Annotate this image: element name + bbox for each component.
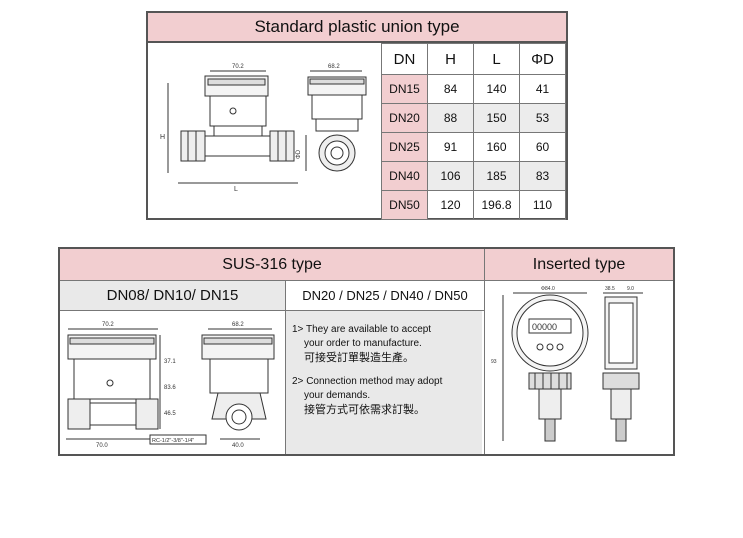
inserted-display-value: 00000 [532,322,557,332]
inserted-dim-top-left: Φ84.0 [541,286,555,292]
cell-d: 110 [519,190,566,220]
note-text-zh: 接管方式可依需求訂製。 [304,404,425,416]
cell-h: 106 [427,161,474,191]
cell-l: 185 [473,161,520,191]
standard-union-drawing: 70.2 H L 68.2 ΦD [160,64,367,193]
col-header-d: ΦD [519,43,566,75]
cell-l: 150 [473,103,520,133]
table-row: DN15 84 140 41 [381,74,566,104]
cell-d: 83 [519,161,566,191]
note-number: 1> [292,324,304,335]
note-text-cont: your order to manufacture. [304,338,422,349]
table-header-row: DN H L ΦD [381,43,566,75]
inserted-dim-top-right: 38.5 [605,286,615,292]
note-item: 2> Connection method may adopt your dema… [292,375,478,417]
sus-inserted-panel: SUS-316 type Inserted type DN08/ DN10/ D… [58,247,675,456]
sus-subheader-right: DN20 / DN25 / DN40 / DN50 [286,281,484,311]
cell-d: 60 [519,132,566,162]
cell-dn: DN20 [381,103,428,133]
table-row: DN50 120 196.8 110 [381,190,566,220]
cell-l: 160 [473,132,520,162]
sus-title: SUS-316 type [60,249,484,281]
cell-h: 120 [427,190,474,220]
note-text: Connection method may adopt [306,376,443,387]
col-header-dn: DN [381,43,428,75]
cell-dn: DN15 [381,74,428,104]
sus-subheader-left: DN08/ DN10/ DN15 [60,281,285,311]
cell-h: 91 [427,132,474,162]
sus-dim-v2: 83.6 [164,385,176,391]
col-header-h: H [427,43,474,75]
cell-l: 196.8 [473,190,520,220]
inserted-dim-top-right2: 9.0 [627,286,634,292]
sus-dim-bottom-left: 70.0 [96,443,108,449]
standard-union-title: Standard plastic union type [148,13,566,43]
std-label-d: ΦD [296,149,302,159]
inserted-dim-side: 93 [491,359,497,365]
cell-h: 88 [427,103,474,133]
note-text: They are available to accept [306,324,432,335]
sus-thread-label: RC-1/2"-3/8"-1/4" [152,438,194,444]
table-row: DN25 91 160 60 [381,132,566,162]
sus-dim-v3: 46.5 [164,411,176,417]
cell-dn: DN40 [381,161,428,191]
col-header-l: L [473,43,520,75]
standard-dimension-table: DN H L ΦD DN15 84 140 41 DN20 88 150 53 … [381,43,566,220]
sus-notes: 1> They are available to accept your ord… [286,311,482,454]
std-label-h: H [160,134,165,141]
column-divider [484,249,485,454]
std-dim-left: 70.2 [232,64,244,70]
sus-dim-bottom-right: 40.0 [232,443,244,449]
sus-dim-top-left: 70.2 [102,322,114,328]
note-item: 1> They are available to accept your ord… [292,323,478,365]
sus-dim-top-right: 68.2 [232,322,244,328]
cell-l: 140 [473,74,520,104]
std-label-l: L [234,186,238,193]
inserted-drawing: 00000 Φ84.0 38.5 9.0 93 [491,286,643,442]
cell-h: 84 [427,74,474,104]
note-number: 2> [292,376,304,387]
inserted-title: Inserted type [485,249,673,281]
table-row: DN20 88 150 53 [381,103,566,133]
note-text-cont: your demands. [304,390,371,401]
standard-union-panel: Standard plastic union type 70.2 H L [146,11,568,220]
cell-d: 41 [519,74,566,104]
cell-dn: DN25 [381,132,428,162]
sus-dim-v1: 37.1 [164,359,176,365]
sus-drawing: 70.2 68.2 37.1 83.6 46.5 70.0 RC-1/2"-3/… [66,322,275,449]
table-row: DN40 106 185 83 [381,161,566,191]
sus-divider [285,281,286,454]
std-dim-right: 68.2 [328,64,340,70]
note-text-zh: 可接受訂單製造生產。 [304,352,414,364]
cell-dn: DN50 [381,190,428,220]
cell-d: 53 [519,103,566,133]
